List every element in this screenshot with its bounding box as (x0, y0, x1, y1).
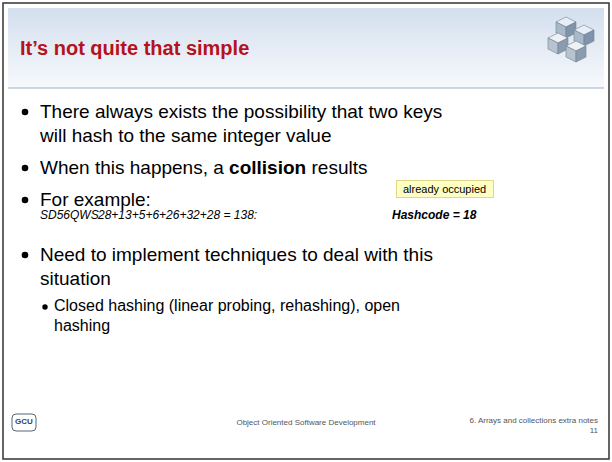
slide-title: It’s not quite that simple (20, 36, 249, 61)
bullet-keyword: collision (229, 156, 306, 180)
sub-bullet-text: Closed hashing (linear probing, rehashin… (54, 296, 454, 336)
footer-section: 6. Arrays and collections extra notes (469, 416, 598, 426)
note-box: already occupied (396, 180, 494, 198)
bullet-text: There always exists the possibility that… (40, 100, 460, 148)
title-band (8, 8, 604, 88)
slide-frame (3, 3, 609, 459)
logo-text: GCU (15, 417, 33, 427)
bullet-text: When this happens, a (40, 156, 224, 180)
cubes-icon (548, 17, 594, 62)
example-sum: 28+13+5+6+26+32+28 = 138: (98, 208, 257, 223)
bullet-text: results (312, 156, 368, 180)
footer-page: 11 (590, 426, 598, 436)
footer-course: Object Oriented Software Development (236, 418, 375, 428)
bullet-text: Need to implement techniques to deal wit… (40, 243, 460, 291)
example-key: SD56QWS (40, 208, 99, 223)
note-text: already occupied (403, 183, 487, 195)
example-hashcode: Hashcode = 18 (392, 208, 476, 223)
title-rule (8, 88, 604, 89)
logo-outline (12, 414, 36, 431)
